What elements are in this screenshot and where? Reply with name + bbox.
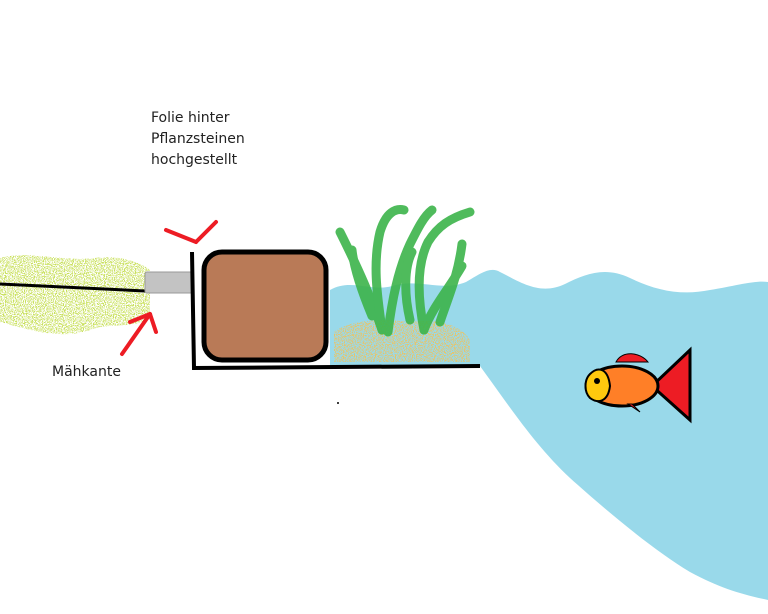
- label-liner-line-3: hochgestellt: [151, 152, 238, 168]
- mowing-edge-block: [144, 271, 194, 294]
- ground-line: [0, 282, 146, 293]
- pond-liner: [190, 251, 481, 371]
- label-liner-note: Folie hinter Pflanzsteinen hochgestellt: [151, 108, 245, 171]
- pond-water: [330, 269, 768, 600]
- fish-head: [584, 368, 612, 403]
- grass-area: [0, 255, 150, 335]
- fish-eye: [594, 378, 600, 384]
- label-liner-line-2: Pflanzsteinen: [151, 131, 245, 147]
- label-liner-line-1: Folie hinter: [151, 110, 230, 126]
- arrow-to-liner: [164, 220, 218, 244]
- water-plant: [335, 205, 475, 337]
- fish-belly-fin: [626, 403, 641, 413]
- fish-tail: [649, 346, 692, 424]
- planting-stone: [201, 249, 329, 363]
- fish-dorsal-fin: [615, 353, 650, 363]
- fish: [584, 346, 692, 424]
- gravel-bed: [334, 320, 470, 362]
- label-mowing-edge: Mähkante: [52, 364, 121, 380]
- stray-dot: [337, 402, 339, 404]
- arrow-to-mowing-edge: [120, 312, 158, 356]
